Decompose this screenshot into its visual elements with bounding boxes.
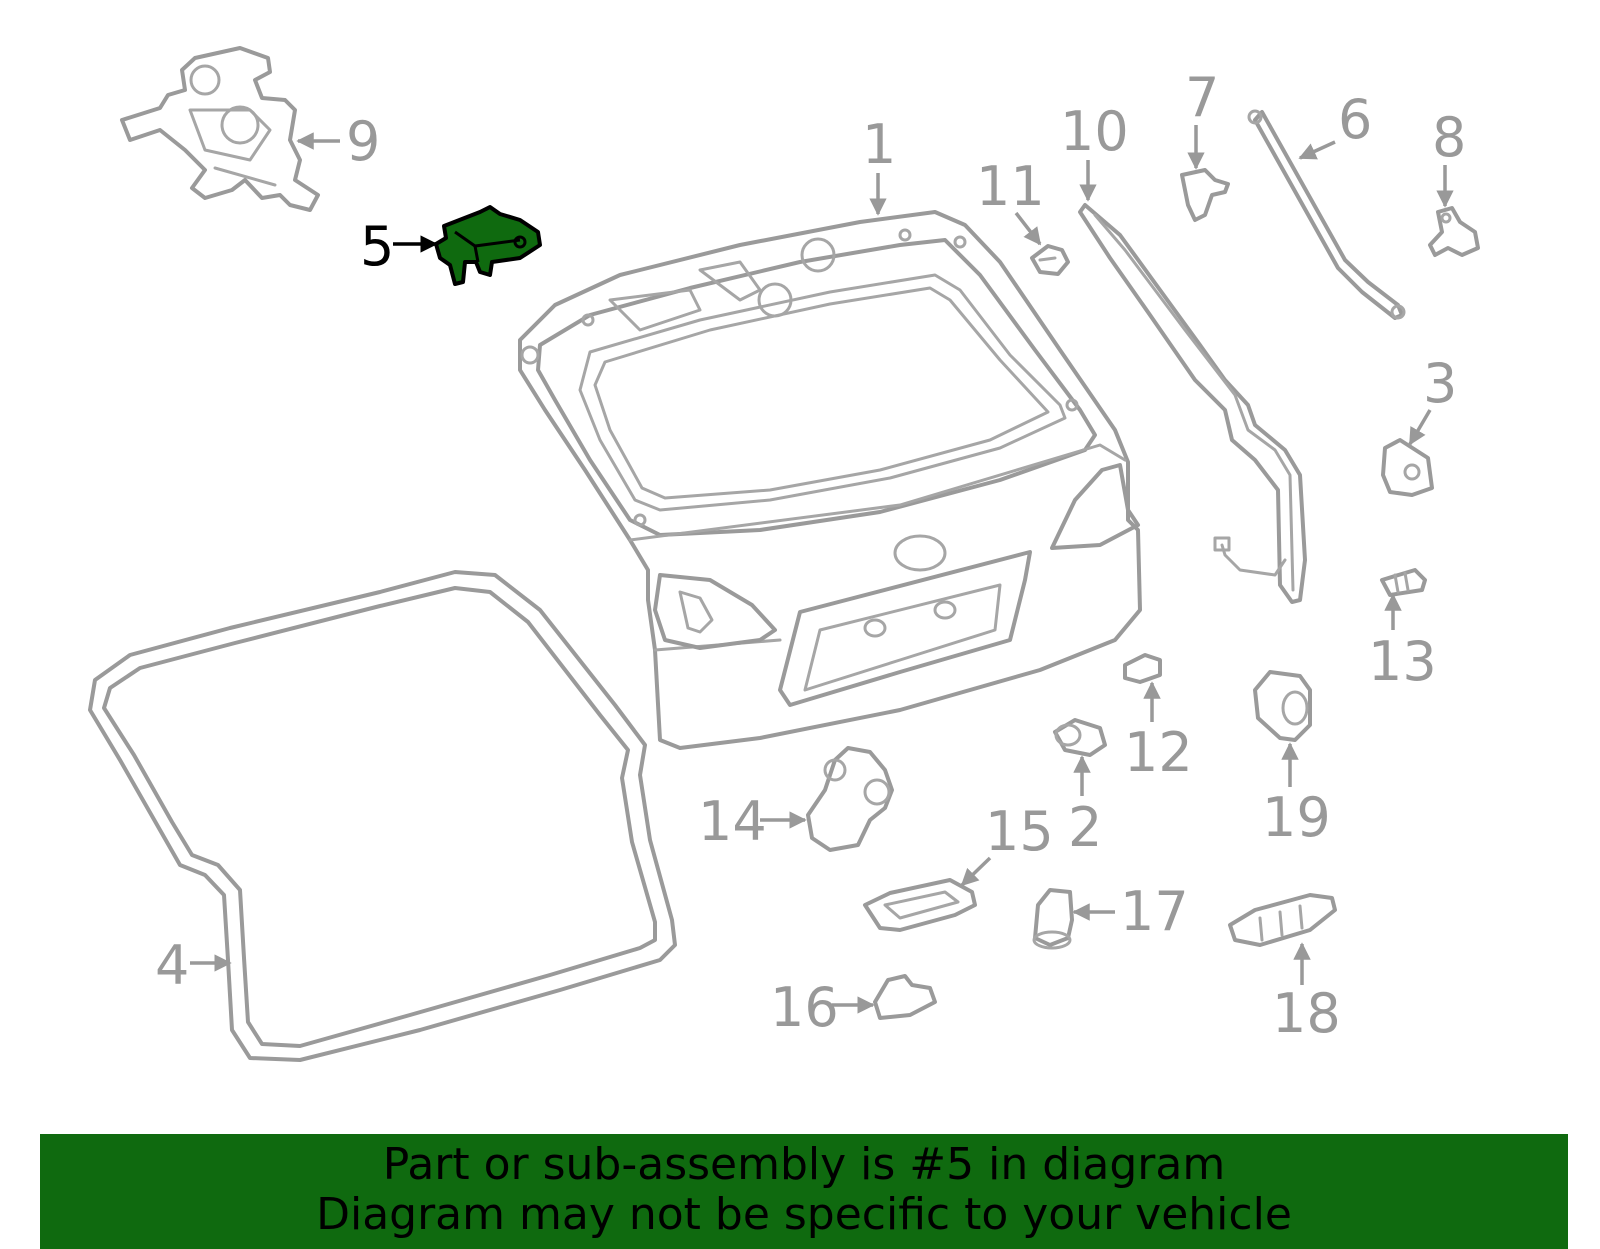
callout-3: 3	[1423, 352, 1457, 415]
part-11-clip[interactable]	[1030, 244, 1070, 276]
callout-11: 11	[976, 155, 1045, 218]
callout-1: 1	[862, 113, 896, 176]
leader-arrows	[190, 125, 1454, 1014]
callout-19: 19	[1262, 786, 1331, 849]
part-14-latch[interactable]	[806, 746, 894, 852]
part-4-weatherstrip[interactable]	[88, 570, 677, 1062]
callout-8: 8	[1432, 106, 1466, 169]
info-banner: Part or sub-assembly is #5 in diagram Di…	[40, 1134, 1568, 1249]
callout-18: 18	[1272, 982, 1341, 1045]
part-3-striker[interactable]	[1381, 438, 1434, 497]
part-5-highlighted[interactable]	[434, 205, 542, 286]
parts-diagram: 9 5 1 11 10 7 6 8 3 13 12 2 19 14 15 16 …	[88, 46, 1480, 1062]
part-1-back-door[interactable]	[518, 210, 1142, 750]
banner-line-2: Diagram may not be specific to your vehi…	[316, 1189, 1292, 1240]
part-6-strut[interactable]	[1247, 109, 1406, 320]
callout-7: 7	[1185, 66, 1219, 129]
callout-10: 10	[1060, 100, 1129, 163]
callout-13: 13	[1368, 630, 1437, 693]
part-12-cushion[interactable]	[1123, 653, 1162, 684]
part-15-handle[interactable]	[863, 878, 977, 932]
callout-2: 2	[1068, 796, 1102, 859]
banner-line-1: Part or sub-assembly is #5 in diagram	[382, 1139, 1226, 1190]
part-7-bracket[interactable]	[1180, 168, 1230, 222]
callout-14: 14	[698, 790, 767, 853]
callout-9: 9	[346, 110, 380, 173]
callout-labels: 9 5 1 11 10 7 6 8 3 13 12 2 19 14 15 16 …	[155, 66, 1466, 1045]
part-2-stop[interactable]	[1053, 718, 1107, 757]
callout-5: 5	[360, 215, 394, 278]
part-10-harness[interactable]	[1078, 203, 1307, 604]
callout-6: 6	[1338, 88, 1372, 151]
part-9-closer-motor[interactable]	[120, 46, 320, 212]
callout-17: 17	[1120, 880, 1189, 943]
part-8-bracket[interactable]	[1428, 206, 1480, 257]
callout-15: 15	[985, 800, 1054, 863]
part-18-lamp[interactable]	[1228, 893, 1337, 947]
callout-4: 4	[155, 934, 189, 997]
part-17-sensor[interactable]	[1032, 888, 1074, 950]
callout-12: 12	[1124, 721, 1193, 784]
part-13-bolt[interactable]	[1380, 568, 1427, 597]
part-19-switch[interactable]	[1253, 670, 1312, 742]
part-16-hook[interactable]	[873, 974, 937, 1020]
callout-16: 16	[770, 976, 839, 1039]
